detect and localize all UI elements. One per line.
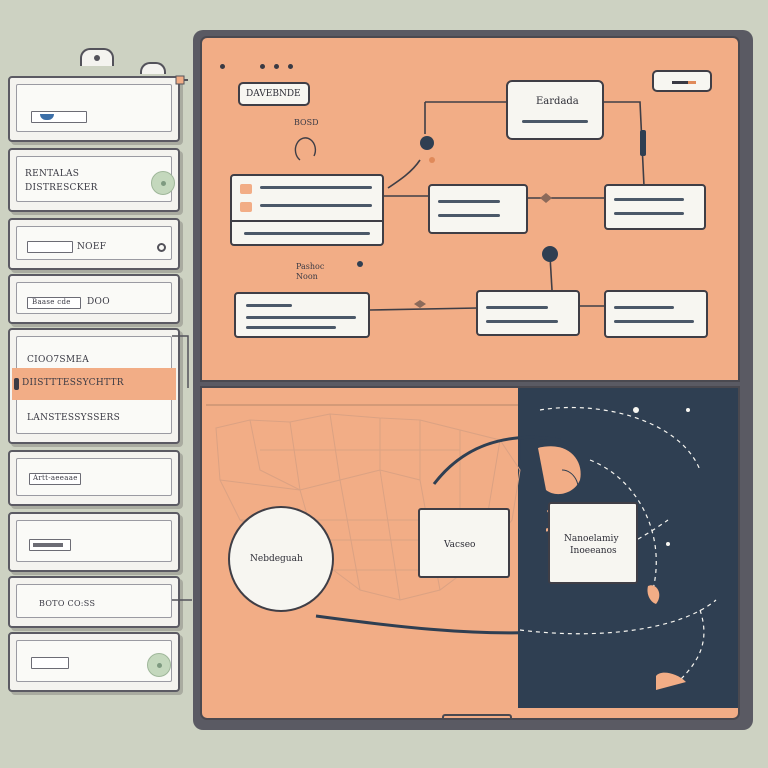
stack-card-8[interactable]: BOTO CO:SS <box>8 576 180 628</box>
float-label-2b: Noon <box>296 272 318 281</box>
toggle-bar <box>672 81 688 84</box>
stack-card-9[interactable] <box>8 632 180 692</box>
map-popup-2[interactable]: Nanoelamiy Inoeeanos <box>548 502 638 584</box>
stack-card-7[interactable] <box>8 512 180 572</box>
card5-line1: CIOO7SMEA <box>27 355 90 365</box>
map-popup-2-line2: Inoeeanos <box>570 546 617 556</box>
card6-field[interactable]: Artt-aeeaae <box>29 473 81 485</box>
card6-field-text: Artt-aeeaae <box>33 474 78 482</box>
card4-field[interactable]: Baase cde <box>27 297 81 309</box>
bottom-node-left[interactable] <box>234 292 370 338</box>
stack-card-2[interactable]: RENTALAS DISTRESCKER <box>8 148 180 212</box>
card1-field-fill <box>40 114 54 120</box>
card4-text: DOO <box>87 297 110 307</box>
highlight-row[interactable]: DIISTTTESSYCHTTR <box>12 368 176 400</box>
connector-joint-icon <box>429 157 435 163</box>
title-chip[interactable]: DAVEBNDE <box>238 82 310 106</box>
card7-field-bar <box>33 543 63 547</box>
dot-icon <box>220 64 225 69</box>
mid-node[interactable] <box>428 184 528 234</box>
float-label-2a: Pashoc <box>296 262 325 271</box>
card8-text: BOTO CO:SS <box>39 599 96 608</box>
status-dot-icon[interactable] <box>151 171 175 195</box>
map-popup-1[interactable]: Vacseo <box>418 508 510 578</box>
dot-icon <box>260 64 265 69</box>
card9-field[interactable] <box>31 657 69 669</box>
row-chip-2 <box>240 202 252 212</box>
card3-text: NOEF <box>77 242 107 252</box>
stack-card-3[interactable]: NOEF <box>8 218 180 270</box>
flow-diagram-panel: DAVEBNDE Eardada BOSD Pashoc Noon <box>200 36 740 382</box>
float-label-1: BOSD <box>294 118 319 127</box>
right-node[interactable] <box>604 184 706 230</box>
map-popup-2-line1: Nanoelamiy <box>564 534 619 544</box>
card2-line1: RENTALAS <box>25 169 80 179</box>
connector-joint-icon <box>357 261 363 267</box>
card2-line2: DISTRESCKER <box>25 183 98 193</box>
stack-card-6[interactable]: Artt-aeeaae <box>8 450 180 506</box>
stack-card-1[interactable] <box>8 76 180 142</box>
dot-icon <box>274 64 279 69</box>
notch-pin-icon <box>94 55 100 61</box>
stack-card-4[interactable]: Baase cde DOO <box>8 274 180 324</box>
dot-icon <box>288 64 293 69</box>
card1-field[interactable] <box>31 111 87 123</box>
stack-tab-notch-small <box>140 62 166 74</box>
drag-handle[interactable] <box>442 714 512 718</box>
top-node[interactable]: Eardada <box>506 80 604 140</box>
row-chip-1 <box>240 184 252 194</box>
menu-toggle[interactable] <box>652 70 712 92</box>
card3-knob-icon[interactable] <box>157 243 166 252</box>
card3-field[interactable] <box>27 241 73 253</box>
map-popup-1-label: Vacseo <box>444 540 476 550</box>
connector-joint-icon <box>542 246 558 262</box>
top-node-label: Eardada <box>536 96 579 107</box>
status-dot-icon-2[interactable] <box>147 653 171 677</box>
card4-field-text: Baase cde <box>32 298 71 306</box>
region-circle[interactable]: Nebdeguah <box>228 506 334 612</box>
bottom-node-mid[interactable] <box>476 290 580 336</box>
title-chip-label: DAVEBNDE <box>246 89 301 99</box>
region-circle-label: Nebdeguah <box>250 554 303 564</box>
card5-band-text: DIISTTTESSYCHTTR <box>22 378 124 388</box>
list-node[interactable] <box>230 174 384 246</box>
connector-joint-icon <box>420 136 434 150</box>
card5-line3: LANSTESSYSSERS <box>27 413 121 423</box>
bottom-node-right[interactable] <box>604 290 708 338</box>
highlight-pin-icon <box>14 378 19 390</box>
toggle-accent <box>688 81 696 84</box>
